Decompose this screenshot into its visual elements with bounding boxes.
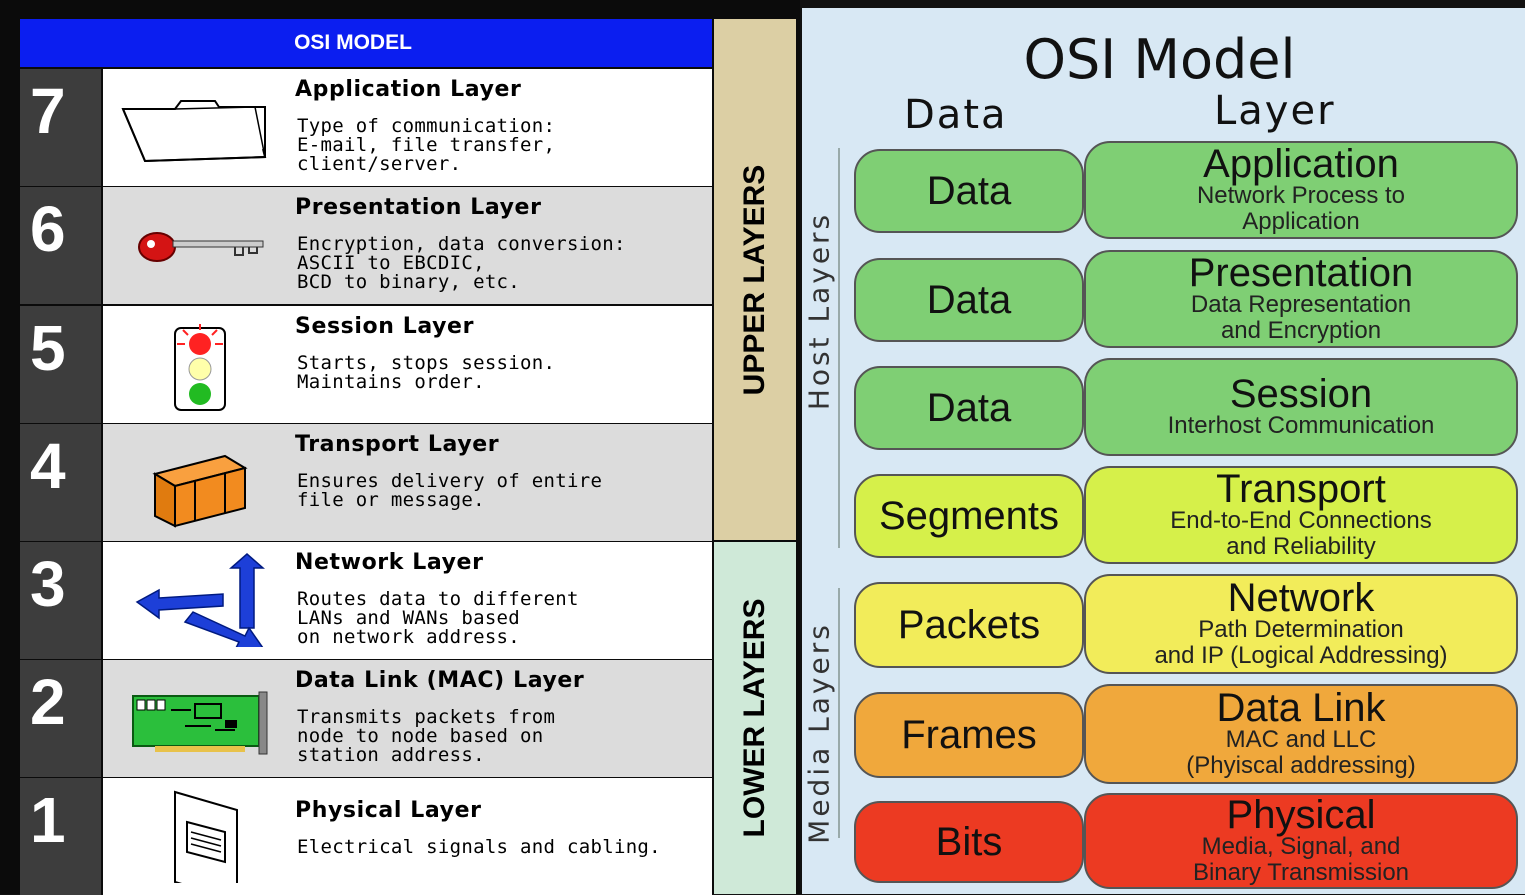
upper-layers-label: UPPER LAYERS [738,164,771,395]
layer-number: 3 [20,542,101,659]
layer-number: 1 [20,778,101,895]
layer-pill-description: and IP (Logical Addressing) [1154,642,1448,669]
layer-pill-description: Application [1242,208,1360,235]
layer-pill-description: Network Process to [1196,182,1406,209]
media-layers-label: Media Layers [802,622,836,844]
layer-pill-description: Media, Signal, and [1201,833,1401,860]
layer-description: Electrical signals and cabling. [297,836,661,858]
layer-pill-description: End-to-End Connections [1170,507,1432,534]
osi-model-title: OSI Model [1023,28,1296,91]
layer-pill-description: MAC and LLC [1225,726,1377,753]
layer-pill-name: Physical [1226,793,1376,837]
data-unit-pill: Segments [854,474,1084,558]
layer-name: Data Link (MAC) Layer [295,668,585,693]
layer-number: 2 [20,660,101,777]
data-column-header: Data [904,92,1008,138]
osi-table-title: OSI MODEL [20,19,712,67]
layer-row-2: 2 Data Link (MAC) Layer Transmits packet… [20,660,712,777]
media-layers-side: Media Layers [802,588,836,878]
layer-number: 7 [20,69,101,186]
layer-pill-name: Session [1229,372,1373,416]
layer-pill-description: Binary Transmission [1192,859,1410,886]
layer-name: Network Layer [295,550,484,575]
layer-pill-description: (Phyiscal addressing) [1186,752,1416,779]
ethernet-port-icon [174,790,238,883]
layer-number: 6 [20,187,101,304]
data-unit-pill: Packets [854,582,1084,668]
network-card-icon [132,691,268,755]
osi-table-panel: OSI MODEL 7 Application Layer Type of co… [20,19,796,895]
data-unit-pill: Data [854,366,1084,450]
layer-name: Session Layer [295,314,475,339]
layer-pill-name: Data Link [1216,686,1386,730]
layer-name: Presentation Layer [295,195,542,220]
host-layers-label: Host Layers [802,211,836,410]
data-unit-pill: Frames [854,692,1084,778]
layer-name: Physical Layer [295,798,482,823]
package-icon [152,454,248,528]
layer-row-6: 6 Presentation Layer Encryption, data co… [20,187,712,304]
layer-name: Transport Layer [295,432,500,457]
folder-icon [121,100,267,163]
layer-description: Encryption, data conversion: ASCII to EB… [297,233,626,293]
layer-number: 4 [20,424,101,541]
layer-pill-description: and Reliability [1226,533,1376,560]
layer-pill-description: Interhost Communication [1167,412,1435,439]
layer-pill-name: Transport [1216,467,1386,511]
layer-pill-name: Network [1227,576,1375,620]
key-icon [138,232,264,262]
host-layers-divider [838,148,840,548]
layer-pill-description: Data Representation [1190,291,1412,318]
layer-row-4: 4 Transport Layer Ensures delivery of en… [20,424,712,541]
layer-column-header: Layer [1214,88,1336,134]
layer-row-1: 1 Physical Layer Electrical signals and … [20,778,712,895]
layer-row-3: 3 Network Layer Routes data to different… [20,542,712,659]
lower-layers-label: LOWER LAYERS [738,598,771,838]
layer-row-5: 5 Session Layer Starts, stops session. M… [20,306,712,423]
layer-description: Transmits packets from node to node base… [297,706,556,766]
media-layers-divider [838,588,840,838]
host-layers-side: Host Layers [802,148,836,473]
osi-model-panel: OSI Model Data Layer Host Layers Media L… [802,8,1525,894]
layer-description: Ensures delivery of entire file or messa… [297,470,603,511]
layer-description: Type of communication: E-mail, file tran… [297,115,556,175]
layer-description: Routes data to different LANs and WANs b… [297,588,579,648]
data-unit-pill: Data [854,258,1084,342]
lower-layers-band: LOWER LAYERS [714,542,796,894]
data-unit-pill: Data [854,149,1084,233]
layer-description: Starts, stops session. Maintains order. [297,352,556,393]
arrows-icon [135,553,265,647]
traffic-light-icon [174,324,226,411]
layer-row-7: 7 Application Layer Type of communicatio… [20,69,712,186]
upper-layers-band: UPPER LAYERS [714,19,796,540]
layer-pill-name: Application [1203,142,1399,186]
layer-pill-description: and Encryption [1220,317,1382,344]
data-unit-pill: Bits [854,801,1084,883]
layer-name: Application Layer [295,77,522,102]
layer-number: 5 [20,306,101,423]
layer-pill-description: Path Determination [1198,616,1404,643]
layer-pill-name: Presentation [1188,251,1414,295]
